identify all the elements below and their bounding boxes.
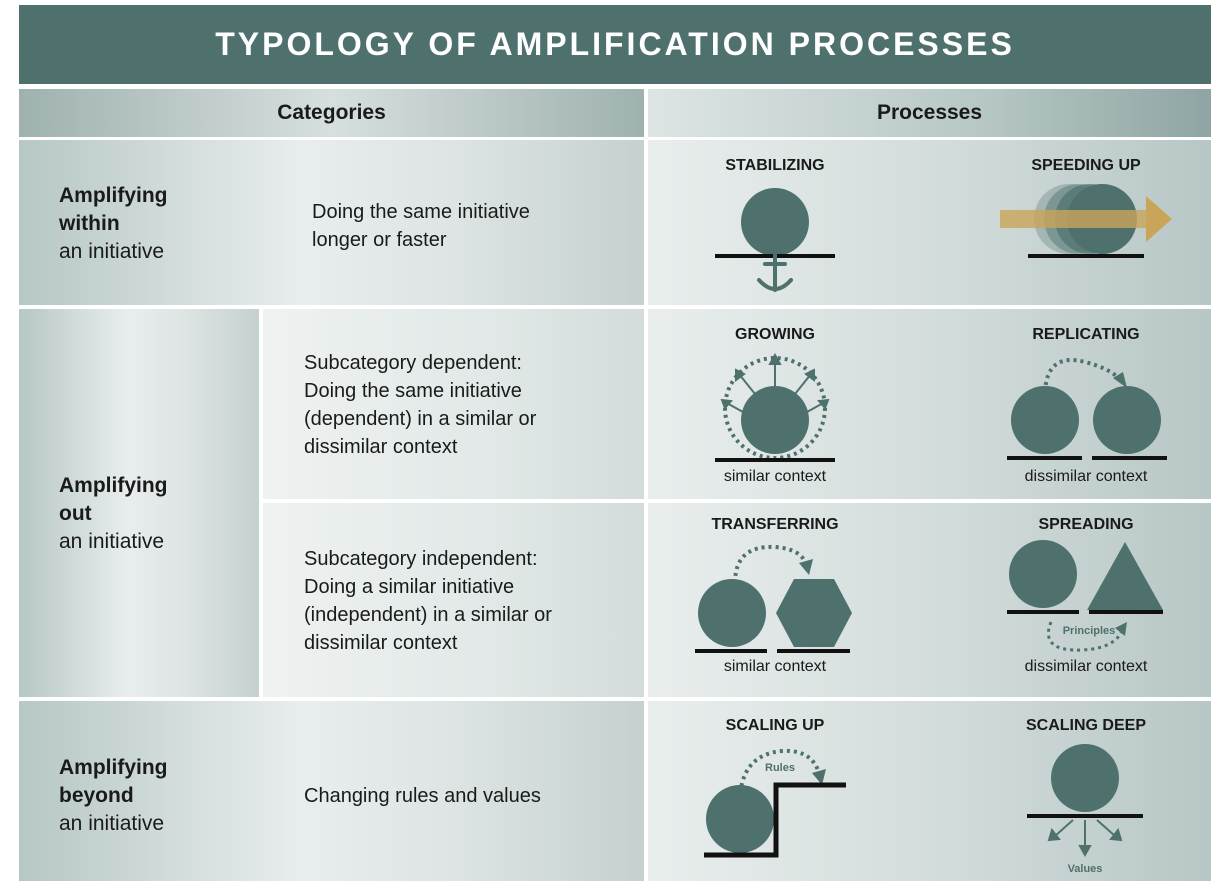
- category-within: Amplifying within an initiative: [59, 182, 168, 266]
- process-label-scaling-deep: SCALING DEEP: [1025, 717, 1146, 734]
- values-label: Values: [1068, 863, 1103, 875]
- process-label-replicating: REPLICATING: [1032, 326, 1140, 343]
- desc-dependent-line: (dependent) in a similar or: [304, 408, 537, 430]
- context-label-replicating: dissimilar context: [1024, 468, 1148, 485]
- spreading-illustration: Principles: [1007, 540, 1163, 652]
- rules-label: Rules: [765, 762, 795, 774]
- stabilizing-illustration: [715, 188, 835, 292]
- scaling-up-illustration: Rules: [704, 748, 846, 858]
- speeding-up-illustration: [1000, 184, 1172, 258]
- context-label-growing: similar context: [723, 468, 827, 485]
- process-label-spreading: SPREADING: [1038, 516, 1134, 533]
- page-title: TYPOLOGY OF AMPLIFICATION PROCESSES: [215, 26, 1015, 62]
- desc-independent-line: Doing a similar initiative: [304, 576, 515, 598]
- category-out-bold2: out: [59, 502, 92, 525]
- category-within-rest: an initiative: [59, 240, 165, 263]
- header-processes: Processes: [648, 89, 1211, 137]
- desc-dependent: Subcategory dependent: Doing the same in…: [304, 349, 536, 461]
- process-label-scaling-up: SCALING UP: [725, 717, 825, 734]
- desc-within-line: longer or faster: [312, 229, 447, 251]
- context-label-transferring: similar context: [723, 658, 827, 675]
- header-categories: Categories: [19, 89, 644, 137]
- replicating-illustration: [1007, 358, 1167, 460]
- category-beyond-bold2: beyond: [59, 784, 134, 807]
- process-label-speeding-up: SPEEDING UP: [1031, 157, 1141, 174]
- desc-independent-line: Subcategory independent:: [304, 548, 538, 570]
- desc-within-line: Doing the same initiative: [312, 201, 530, 223]
- anchor-icon: [757, 235, 793, 292]
- category-beyond-bold1: Amplifying: [59, 756, 168, 779]
- desc-independent-line: dissimilar context: [304, 632, 458, 654]
- desc-beyond: Changing rules and values: [304, 785, 541, 807]
- principles-label: Principles: [1063, 625, 1116, 637]
- category-out-rest: an initiative: [59, 530, 165, 553]
- context-label-spreading: dissimilar context: [1024, 658, 1148, 675]
- growing-illustration: [715, 352, 835, 462]
- category-out-bold1: Amplifying: [59, 474, 168, 497]
- desc-independent: Subcategory independent: Doing a similar…: [304, 545, 552, 657]
- row-independent-desc-cell: [263, 503, 644, 697]
- desc-dependent-line: Subcategory dependent:: [304, 352, 522, 374]
- process-label-growing: GROWING: [735, 326, 815, 343]
- arrow-icon: [1000, 196, 1172, 242]
- desc-independent-line: (independent) in a similar or: [304, 604, 552, 626]
- transferring-illustration: [695, 544, 852, 653]
- category-beyond: Amplifying beyond an initiative: [59, 754, 168, 838]
- scaling-deep-illustration: Values: [1027, 744, 1143, 875]
- category-beyond-rest: an initiative: [59, 812, 165, 835]
- row-within-category-cell: [19, 140, 644, 305]
- desc-within: Doing the same initiative longer or fast…: [312, 198, 530, 254]
- desc-dependent-line: Doing the same initiative: [304, 380, 522, 402]
- row-out-category-cell: [19, 309, 259, 697]
- category-within-bold1: Amplifying: [59, 184, 168, 207]
- process-label-stabilizing: STABILIZING: [725, 157, 825, 174]
- desc-dependent-line: dissimilar context: [304, 436, 458, 458]
- title-bar: [19, 5, 1211, 84]
- category-out: Amplifying out an initiative: [59, 472, 168, 556]
- category-within-bold2: within: [59, 212, 120, 235]
- row-beyond-category-cell: [19, 701, 644, 881]
- row-dependent-desc-cell: [263, 309, 644, 499]
- process-label-transferring: TRANSFERRING: [711, 516, 839, 533]
